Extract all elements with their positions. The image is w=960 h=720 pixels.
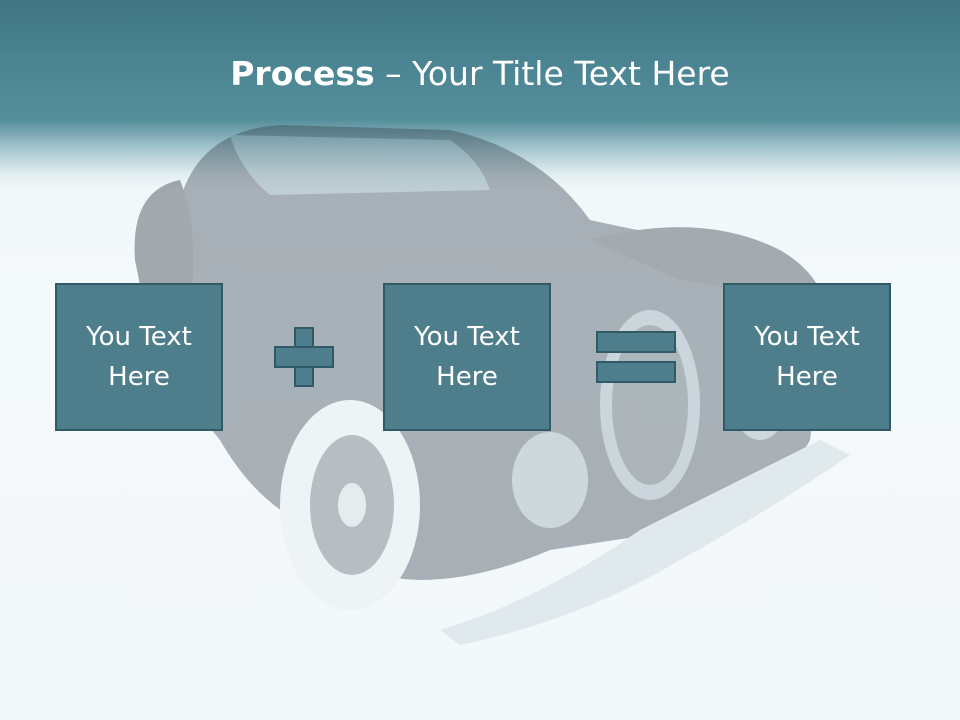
title-rest: Your Title Text Here [412,54,730,93]
equals-icon-bar [596,361,676,383]
plus-icon-bar [274,346,334,368]
slide-title: Process – Your Title Text Here [0,52,960,96]
process-box-3-text: You Text Here [754,322,860,392]
title-bold: Process [230,54,375,93]
process-box-2[interactable]: You Text Here [383,283,551,431]
process-box-2-text: You Text Here [414,322,520,392]
process-box-1[interactable]: You Text Here [55,283,223,431]
equals-icon [596,331,676,353]
process-box-3[interactable]: You Text Here [723,283,891,431]
title-separator: – [374,54,413,93]
header-band [0,0,960,190]
process-box-1-text: You Text Here [86,322,192,392]
